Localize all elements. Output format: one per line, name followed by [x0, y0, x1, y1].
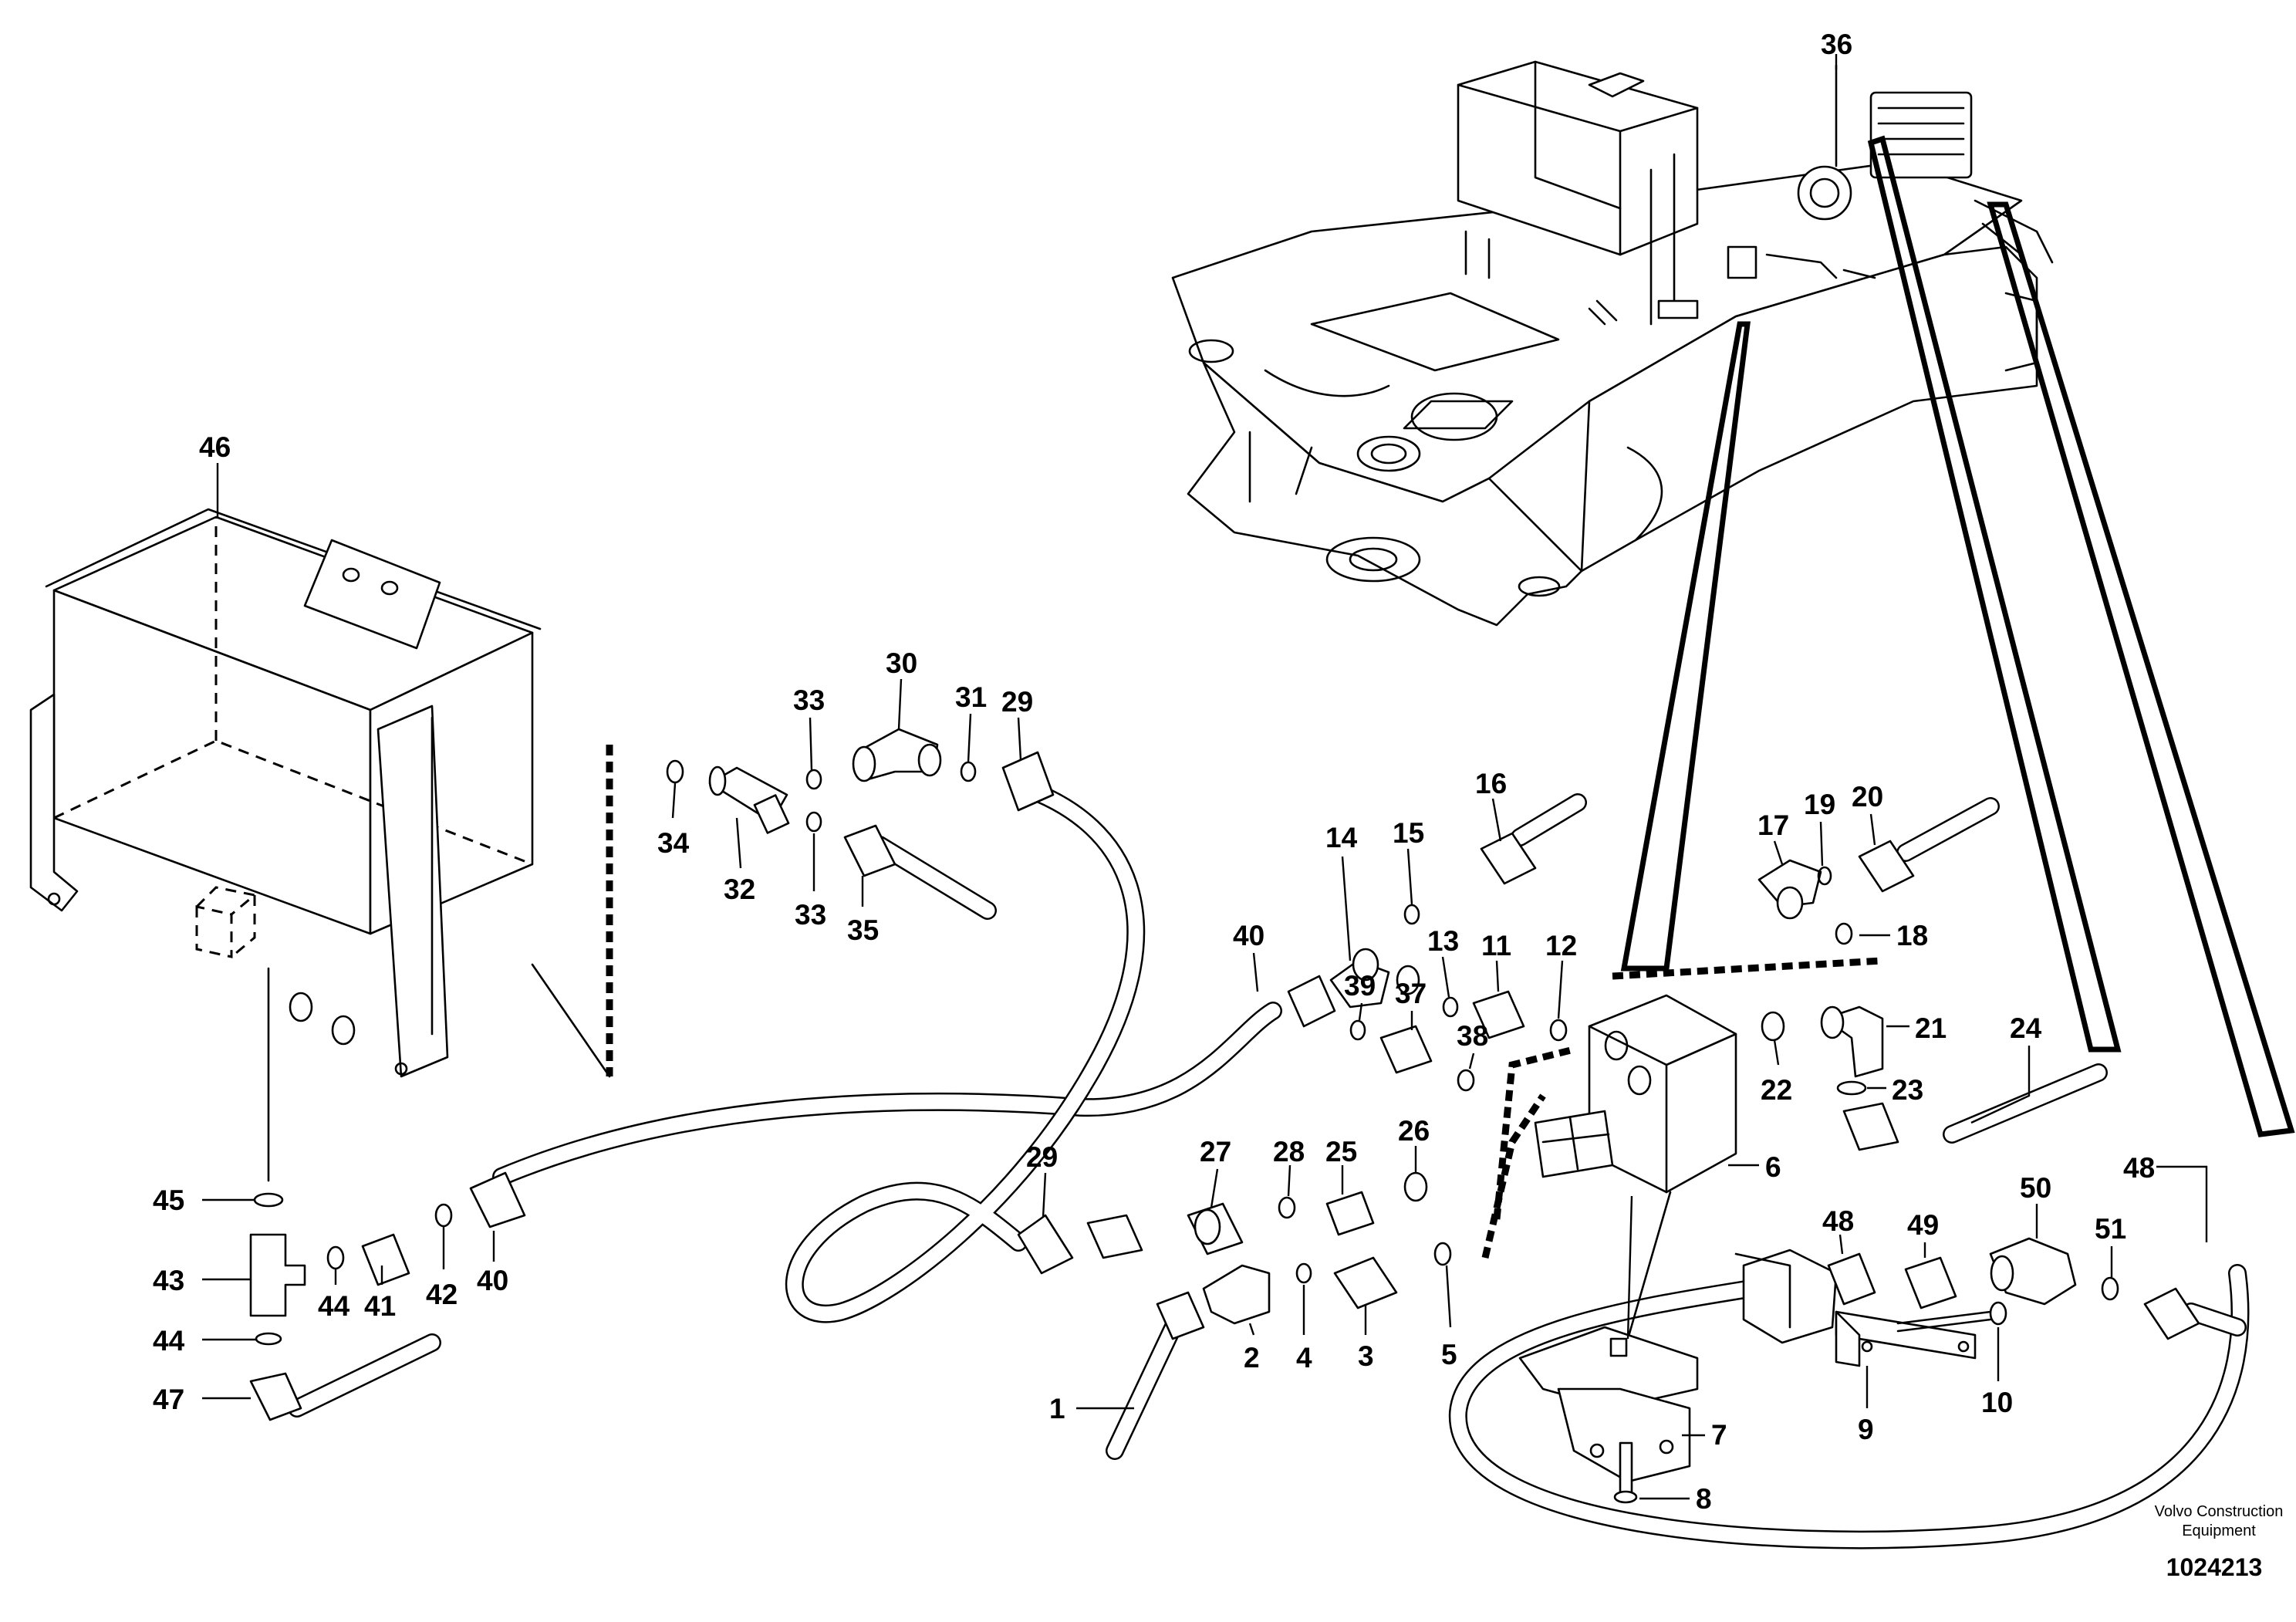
callout-42: 42	[426, 1279, 458, 1310]
callout-37: 37	[1395, 978, 1427, 1009]
callout-3: 3	[1358, 1340, 1374, 1372]
brackets	[1518, 1249, 2007, 1504]
callout-9: 9	[1858, 1414, 1874, 1445]
callout-2: 2	[1244, 1342, 1260, 1374]
callout-7: 7	[1711, 1419, 1727, 1451]
callout-10: 10	[1981, 1387, 2013, 1418]
callout-46: 46	[199, 431, 231, 463]
callout-4: 4	[1296, 1342, 1312, 1374]
callout-43: 43	[153, 1265, 184, 1296]
fittings-lower	[1017, 1171, 1452, 1340]
leader-lines	[202, 54, 2208, 1500]
callout-labels: 36 46 30 33 31 29 34 32 33 35 16 15 14 1…	[153, 29, 2155, 1515]
callout-44: 44	[318, 1290, 350, 1322]
callout-36: 36	[1821, 29, 1852, 60]
callout-48: 48	[1822, 1205, 1854, 1237]
callout-32: 32	[724, 874, 755, 905]
publisher-credit: Volvo Construction Equipment 1024213	[2155, 1503, 2284, 1581]
callout-35: 35	[847, 914, 879, 946]
callout-19: 19	[1804, 789, 1835, 820]
callout-8: 8	[1696, 1483, 1712, 1515]
callout-48: 48	[2123, 1152, 2155, 1184]
callout-51: 51	[2095, 1213, 2126, 1245]
callout-31: 31	[955, 681, 987, 713]
callout-18: 18	[1896, 920, 1928, 951]
callout-50: 50	[2020, 1172, 2051, 1204]
callout-27: 27	[1200, 1136, 1231, 1168]
callout-26: 26	[1398, 1115, 1430, 1147]
callout-22: 22	[1761, 1074, 1792, 1106]
callout-41: 41	[364, 1290, 396, 1322]
callout-33: 33	[793, 684, 825, 716]
indicator-dash-block	[1612, 957, 1883, 980]
callout-25: 25	[1325, 1136, 1357, 1168]
callout-30: 30	[886, 647, 917, 679]
callout-33: 33	[795, 899, 826, 931]
callout-11: 11	[1481, 930, 1511, 961]
callout-40: 40	[1233, 920, 1264, 951]
callout-13: 13	[1427, 925, 1459, 957]
callout-29: 29	[1026, 1141, 1058, 1173]
fittings-right	[1827, 1237, 2200, 1340]
credit-line-1: Volvo Construction	[2155, 1503, 2284, 1520]
callout-39: 39	[1344, 970, 1376, 1002]
upper-frame-assembly	[1171, 60, 2054, 627]
callout-38: 38	[1457, 1020, 1488, 1052]
tank-46	[29, 508, 611, 1182]
callout-20: 20	[1852, 781, 1883, 813]
indicator-dash-26	[1493, 1046, 1575, 1220]
callout-12: 12	[1545, 930, 1577, 961]
callout-49: 49	[1907, 1209, 1939, 1241]
callout-29: 29	[1001, 686, 1033, 718]
callout-14: 14	[1325, 822, 1358, 853]
fittings-left	[249, 1171, 526, 1421]
hoses	[288, 778, 2250, 1549]
credit-line-2: Equipment	[2182, 1522, 2256, 1539]
callout-28: 28	[1273, 1136, 1305, 1168]
callout-16: 16	[1475, 768, 1507, 799]
callout-24: 24	[2010, 1012, 2042, 1044]
document-number: 1024213	[2166, 1553, 2263, 1581]
callout-1: 1	[1049, 1393, 1065, 1424]
callout-23: 23	[1892, 1074, 1923, 1106]
fittings-upper	[666, 728, 1915, 1151]
callout-15: 15	[1393, 817, 1424, 849]
indicator-dash-5	[1481, 1093, 1546, 1259]
pointer-wedges	[1620, 135, 2295, 1137]
callout-21: 21	[1915, 1012, 1947, 1044]
block-6	[1534, 994, 1737, 1340]
callout-44: 44	[153, 1325, 185, 1357]
callout-47: 47	[153, 1384, 184, 1415]
callout-40: 40	[477, 1265, 508, 1296]
callout-5: 5	[1441, 1339, 1457, 1370]
callout-6: 6	[1765, 1151, 1781, 1183]
callout-17: 17	[1757, 809, 1789, 841]
callout-34: 34	[657, 827, 690, 859]
callout-45: 45	[153, 1184, 184, 1216]
